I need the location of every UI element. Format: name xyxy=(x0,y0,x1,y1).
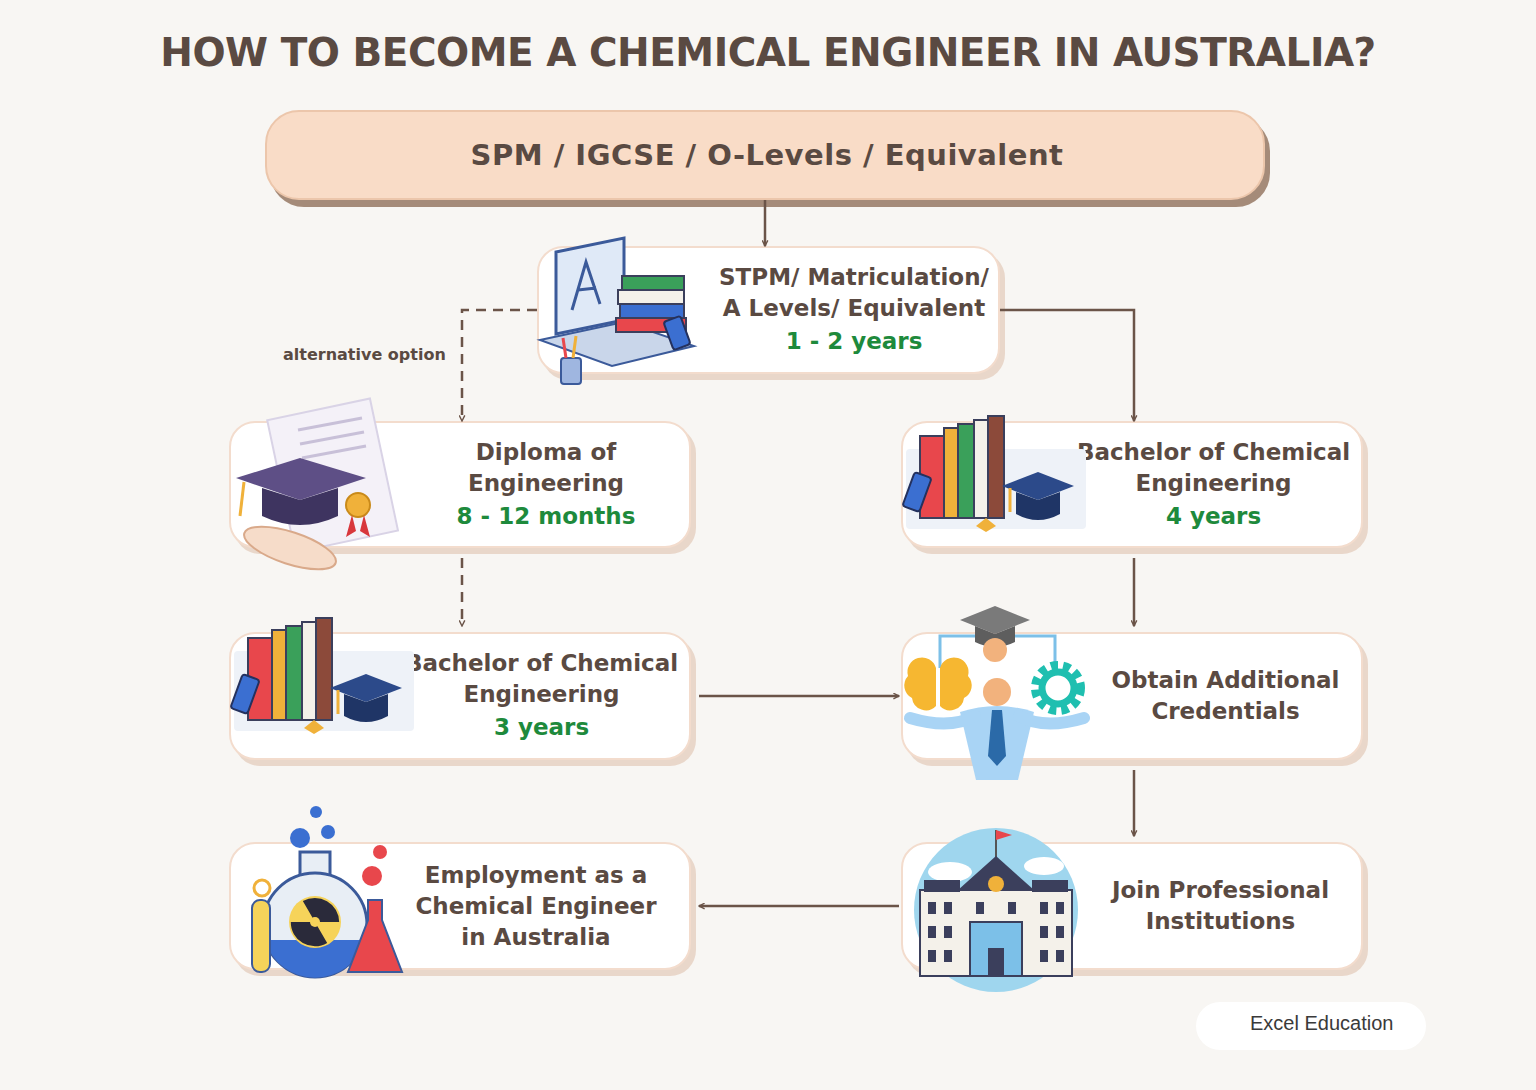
text-area: Bachelor of Chemical Engineering4 years xyxy=(1071,423,1356,546)
text-area: Diploma of Engineering8 - 12 months xyxy=(441,423,651,546)
grad-cap xyxy=(960,606,1030,634)
duration-text: 4 years xyxy=(1166,499,1261,533)
step-box: Join Professional Institutions xyxy=(901,842,1363,970)
diagram-title: HOW TO BECOME A CHEMICAL ENGINEER IN AUS… xyxy=(0,30,1536,75)
step-box: Bachelor of Chemical Engineering3 years xyxy=(229,632,691,760)
step-text: Bachelor of Chemical Engineering xyxy=(399,648,684,710)
connector-arrow xyxy=(764,200,767,246)
connector-arrow xyxy=(699,695,899,698)
duration-text: 1 - 2 years xyxy=(786,324,923,358)
dashed-connector xyxy=(461,558,464,626)
step-text: Join Professional Institutions xyxy=(1098,875,1343,937)
step-text: STPM/ Matriculation/ A Levels/ Equivalen… xyxy=(719,262,989,324)
text-area: Bachelor of Chemical Engineering3 years xyxy=(399,634,684,758)
logo-inner xyxy=(1220,1016,1236,1034)
text-area: Join Professional Institutions xyxy=(1098,844,1343,968)
step-box: Diploma of Engineering8 - 12 months xyxy=(229,421,691,548)
flag xyxy=(996,830,1012,840)
connector-arrow xyxy=(1000,310,1134,421)
step-text: Diploma of Engineering xyxy=(441,437,651,499)
duration-text: 8 - 12 months xyxy=(457,499,636,533)
text-area: SPM / IGCSE / O-Levels / Equivalent xyxy=(287,112,1247,198)
text-area: STPM/ Matriculation/ A Levels/ Equivalen… xyxy=(719,248,989,372)
connector-arrow xyxy=(1133,558,1136,626)
bubble xyxy=(310,806,322,818)
text-area: Employment as a Chemical Engineer in Aus… xyxy=(411,844,661,968)
bubble xyxy=(321,825,335,839)
step-box: Bachelor of Chemical Engineering4 years xyxy=(901,421,1363,548)
connector-arrow xyxy=(1133,770,1136,836)
step-box: Obtain Additional Credentials xyxy=(901,632,1363,760)
step-text: Employment as a Chemical Engineer in Aus… xyxy=(411,860,661,953)
step-text: Bachelor of Chemical Engineering xyxy=(1071,437,1356,499)
entry-box: SPM / IGCSE / O-Levels / Equivalent xyxy=(265,110,1265,200)
text-area: Obtain Additional Credentials xyxy=(1103,634,1348,758)
step-text: Obtain Additional Credentials xyxy=(1103,665,1348,727)
logo-diamond xyxy=(1212,1008,1244,1042)
dashed-connector xyxy=(462,310,537,421)
logo xyxy=(1212,1008,1244,1042)
step-text: SPM / IGCSE / O-Levels / Equivalent xyxy=(471,138,1064,172)
step-box: STPM/ Matriculation/ A Levels/ Equivalen… xyxy=(537,246,1000,374)
edge-label: alternative option xyxy=(283,345,446,364)
watermark-text: Excel Education xyxy=(1250,1012,1393,1035)
duration-text: 3 years xyxy=(494,710,589,744)
connector-arrow xyxy=(699,905,899,908)
step-box: Employment as a Chemical Engineer in Aus… xyxy=(229,842,691,970)
